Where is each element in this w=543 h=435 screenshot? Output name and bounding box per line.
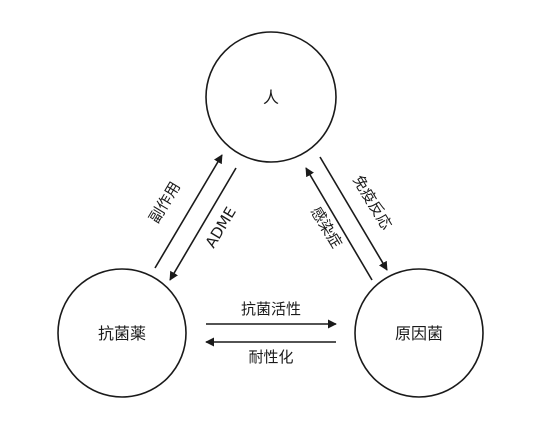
node-human-circle <box>205 31 337 163</box>
node-pathogen: 原因菌 <box>354 268 484 398</box>
edge-label-infection: 感染症 <box>307 203 346 251</box>
edge-label-immune-response: 免疫反応 <box>349 172 395 233</box>
arrow-human-to-pathogen <box>319 156 388 271</box>
arrow-human-to-antibiotic <box>169 167 237 281</box>
node-human: 人 <box>205 31 337 163</box>
edge-label-side-effect: 副作用 <box>145 178 184 226</box>
edge-label-antibacterial-activity: 抗菌活性 <box>241 300 301 318</box>
arrow-pathogen-to-human <box>305 167 373 281</box>
node-pathogen-label: 原因菌 <box>395 324 443 343</box>
edge-label-resistance: 耐性化 <box>248 348 293 366</box>
node-antibiotic: 抗菌薬 <box>57 268 187 398</box>
node-pathogen-circle <box>354 268 484 398</box>
edge-label-adme: ADME <box>202 204 240 251</box>
arrow-antibiotic-to-human <box>154 154 223 269</box>
node-antibiotic-label: 抗菌薬 <box>98 324 146 343</box>
node-human-label: 人 <box>263 88 279 107</box>
node-antibiotic-circle <box>57 268 187 398</box>
